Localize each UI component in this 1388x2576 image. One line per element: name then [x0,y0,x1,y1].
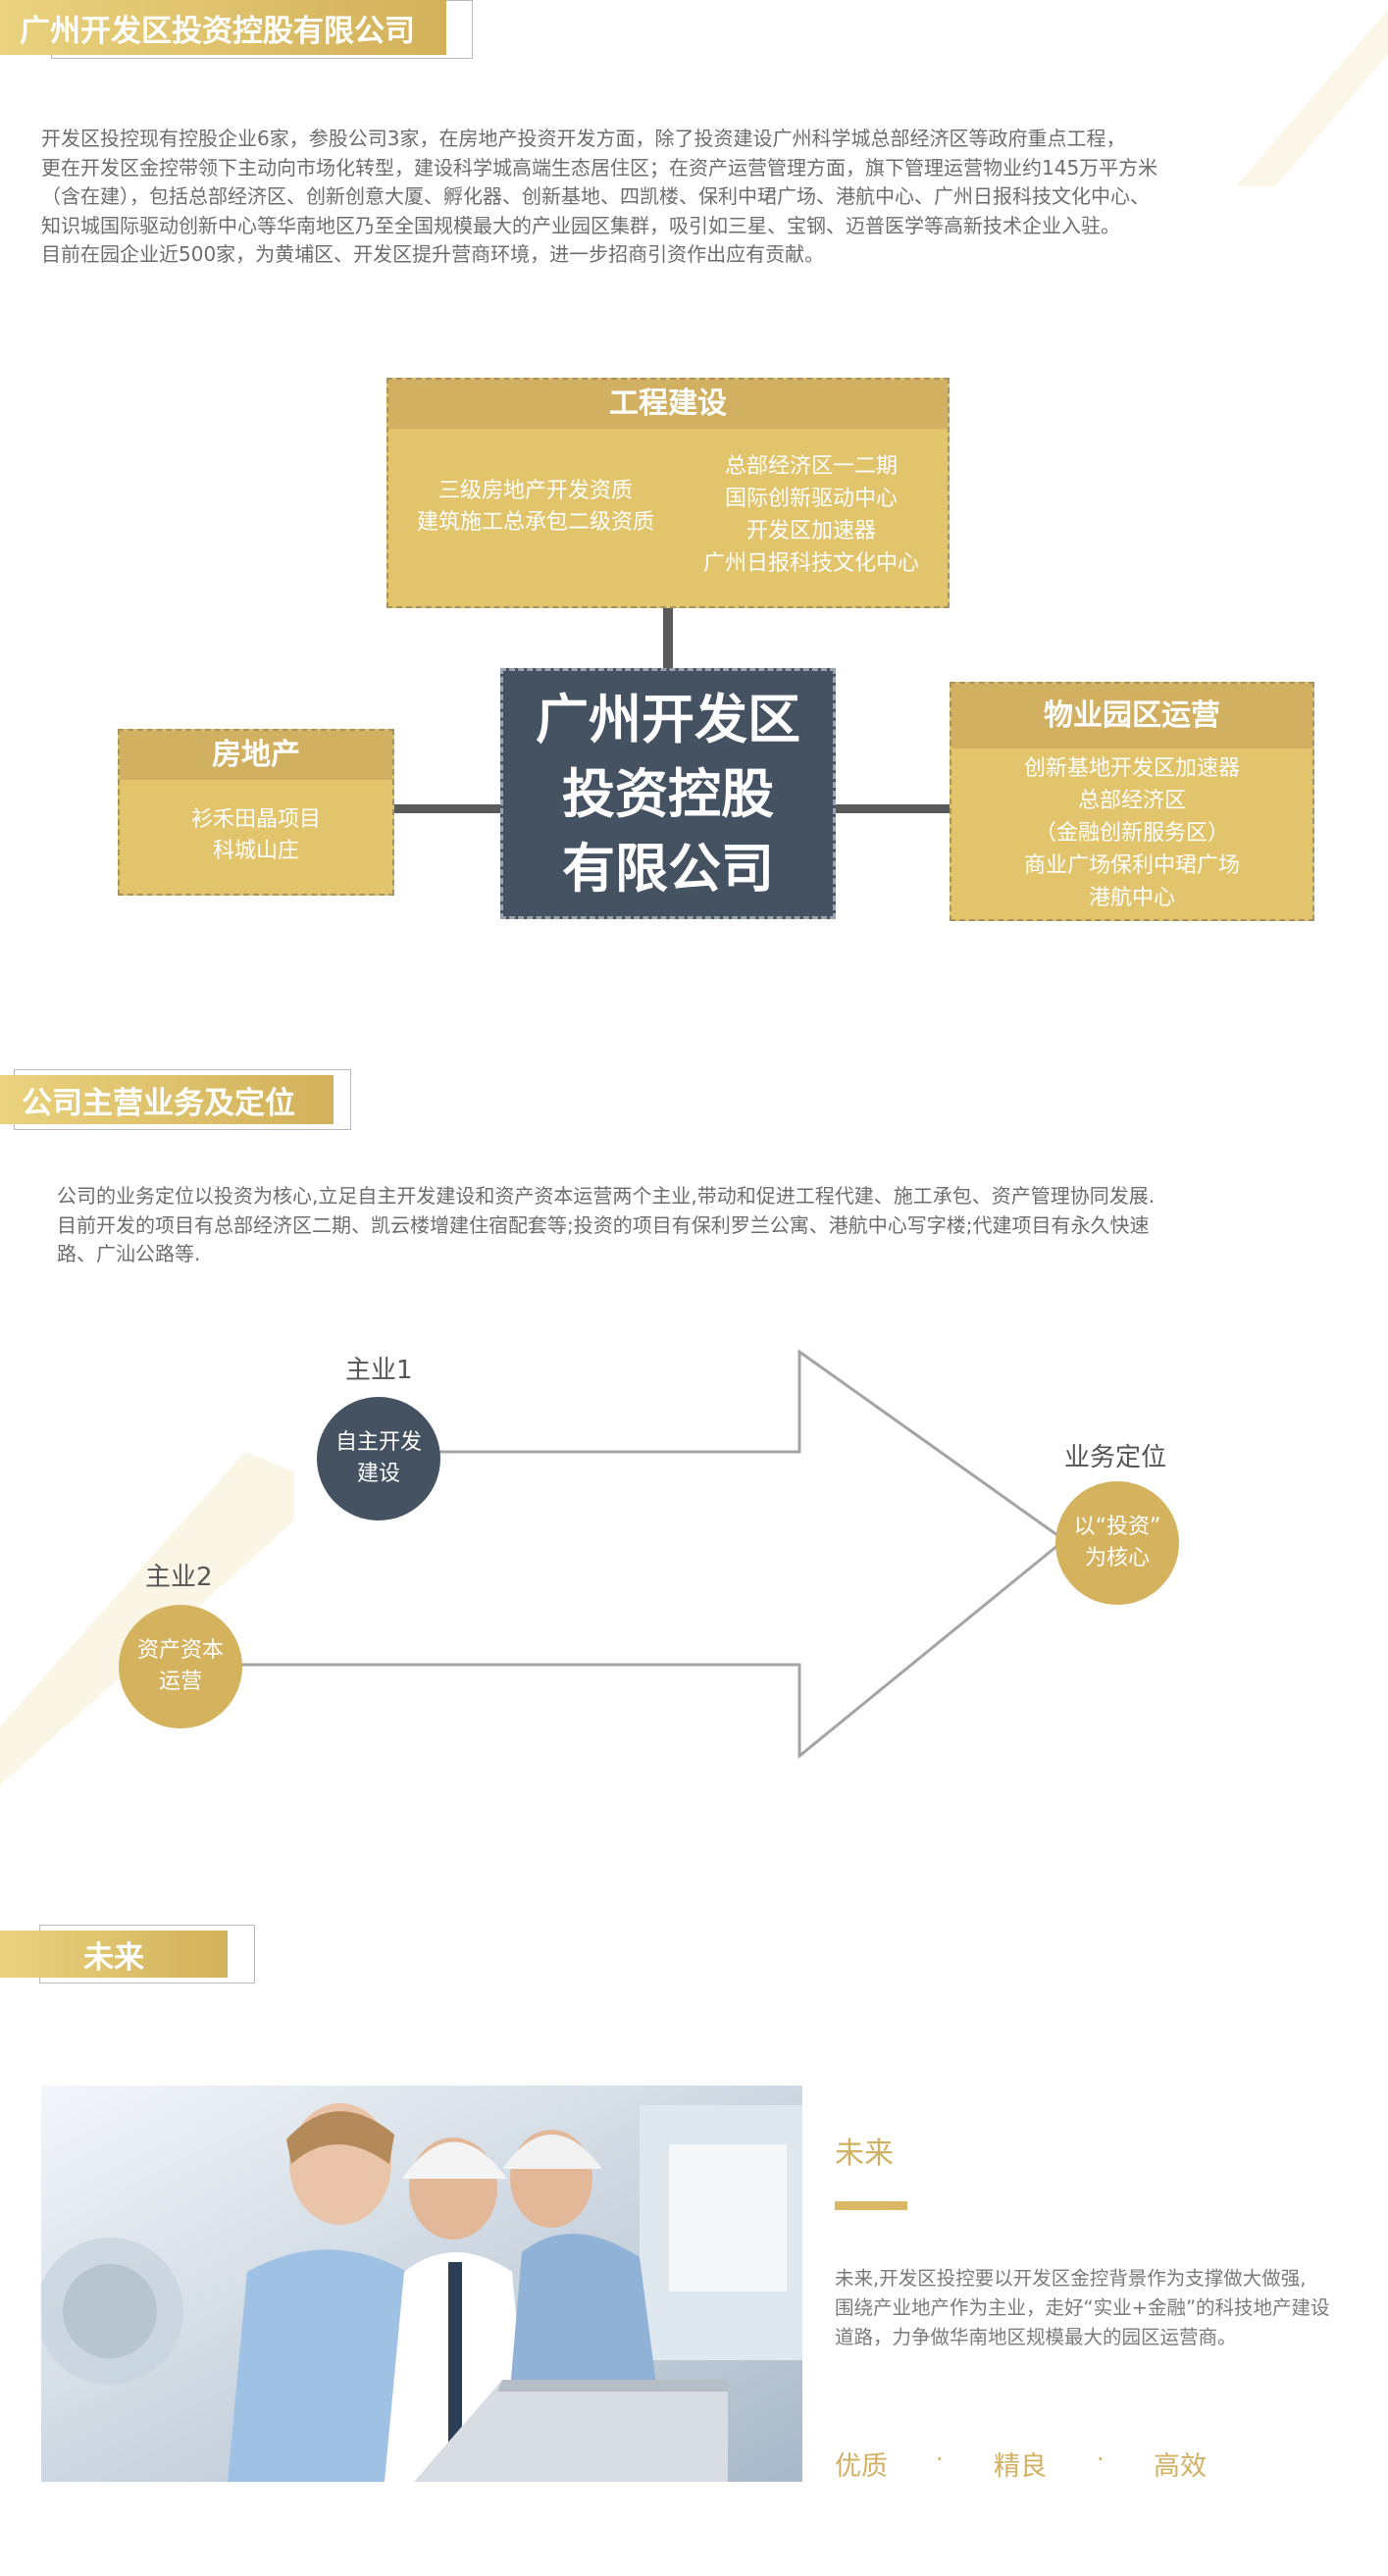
project-item: 开发区加速器 [745,519,876,543]
center-line: 广州开发区 [536,689,800,750]
business-line: 公司的业务定位以投资为核心,立足自主开发建设和资产资本运营两个主业,带动和促进工… [57,1184,1156,1208]
property-item: 港航中心 [1088,886,1175,910]
main-business-2-text: 资产资本 [136,1638,224,1663]
property-items: 创新基地开发区加速器 总部经济区 （金融创新服务区） 商业广场保利中珺广场 港航… [951,752,1312,914]
center-line: 投资控股 [562,763,774,825]
qualification-item: 三级房地产开发资质 [437,479,633,503]
realestate-item: 衫禾田晶项目 [190,807,321,832]
org-box-center: 广州开发区 投资控股 有限公司 [500,668,836,919]
realestate-item: 科城山庄 [212,839,299,863]
keyword-quality: 优质 [835,2451,888,2482]
main-business-2-label: 主业2 [145,1563,213,1592]
engineering-projects: 总部经济区一二期 国际创新驱动中心 开发区加速器 广州日报科技文化中心 [678,450,945,580]
project-item: 总部经济区一二期 [724,454,898,479]
org-box-realestate: 房地产 衫禾田晶项目 科城山庄 [118,729,394,896]
business-line: 目前开发的项目有总部经济区二期、凯云楼增建住宿配套等;投资的项目有保利罗兰公寓、… [57,1212,1150,1237]
positioning-circle: 以“投资” 为核心 [1055,1481,1179,1605]
team-photo [41,2086,802,2482]
intro-line: 目前在园企业近500家，为黄埔区、开发区提升营商环境，进一步招商引资作出应有贡献… [41,242,825,266]
realestate-projects: 衫禾田晶项目 科城山庄 [120,804,392,867]
main-business-1-circle: 自主开发 建设 [317,1397,440,1520]
future-paragraph: 未来,开发区投控要以开发区金控背景作为支撑做大做强, 围绕产业地产作为主业，走好… [835,2264,1330,2352]
main-business-1-label: 主业1 [345,1356,413,1385]
engineering-qualifications: 三级房地产开发资质 建筑施工总承包二级资质 [388,476,683,539]
intro-line: 知识城国际驱动创新中心等华南地区乃至全国规模最大的产业园区集群，吸引如三星、宝钢… [41,213,1120,237]
section-header-company: 广州开发区投资控股有限公司 [0,0,473,59]
keyword-separator: · [936,2446,944,2473]
keyword-separator: · [1097,2446,1105,2473]
org-box-property: 物业园区运营 创新基地开发区加速器 总部经济区 （金融创新服务区） 商业广场保利… [950,682,1314,921]
positioning-text: 以“投资” [1073,1515,1161,1539]
org-box-realestate-title: 房地产 [120,731,392,780]
keyword-refined: 精良 [994,2451,1047,2482]
section-header-business: 公司主营业务及定位 [0,1069,351,1130]
section-title-business: 公司主营业务及定位 [0,1075,334,1124]
intro-line: 开发区投控现有控股企业6家，参股公司3家，在房地产投资开发方面，除了投资建设广州… [41,127,1126,150]
project-item: 国际创新驱动中心 [724,487,898,511]
property-item: 总部经济区 [1077,789,1186,813]
main-business-2-text: 运营 [158,1670,202,1694]
team-photo-illustration [41,2086,802,2482]
org-box-property-title: 物业园区运营 [951,684,1312,748]
future-line: 未来,开发区投控要以开发区金控背景作为支撑做大做强, [835,2267,1307,2290]
section-title-company: 广州开发区投资控股有限公司 [0,0,446,55]
future-line: 道路，力争做华南地区规模最大的园区运营商。 [835,2326,1237,2348]
connector-top [663,605,673,672]
positioning-label: 业务定位 [1064,1443,1167,1472]
main-business-1-text: 建设 [356,1462,400,1486]
main-business-2-circle: 资产资本 运营 [119,1605,242,1728]
connector-right [832,804,951,813]
business-line: 路、广汕公路等. [57,1242,201,1265]
org-box-engineering: 工程建设 三级房地产开发资质 建筑施工总承包二级资质 总部经济区一二期 国际创新… [386,378,950,608]
future-title-underline [835,2201,907,2210]
qualification-item: 建筑施工总承包二级资质 [416,510,654,535]
section-header-future: 未来 [0,1925,255,1984]
property-item: （金融创新服务区） [1034,821,1229,846]
intro-paragraph: 开发区投控现有控股企业6家，参股公司3家，在房地产投资开发方面，除了投资建设广州… [41,125,1157,270]
positioning-text: 为核心 [1084,1546,1150,1571]
main-business-1-text: 自主开发 [334,1430,422,1455]
org-box-engineering-title: 工程建设 [388,380,948,429]
intro-line: （含在建），包括总部经济区、创新创意大厦、孵化器、创新基地、四凯楼、保利中珺广场… [41,184,1150,208]
section-title-future: 未来 [0,1931,228,1978]
intro-line: 更在开发区金控带领下主动向市场化转型，建设科学城高端生态居住区；在资产运营管理方… [41,155,1158,180]
decorative-stripe-top-right [1236,10,1388,186]
project-item: 广州日报科技文化中心 [702,551,919,576]
property-item: 商业广场保利中珺广场 [1023,853,1240,878]
property-item: 创新基地开发区加速器 [1023,756,1240,781]
keyword-efficient: 高效 [1154,2451,1207,2482]
future-title: 未来 [835,2137,894,2171]
connector-left [392,804,503,813]
business-paragraph: 公司的业务定位以投资为核心,立足自主开发建设和资产资本运营两个主业,带动和促进工… [57,1182,1155,1269]
future-line: 围绕产业地产作为主业，走好“实业+金融”的科技地产建设 [835,2296,1330,2319]
center-line: 有限公司 [562,838,774,900]
